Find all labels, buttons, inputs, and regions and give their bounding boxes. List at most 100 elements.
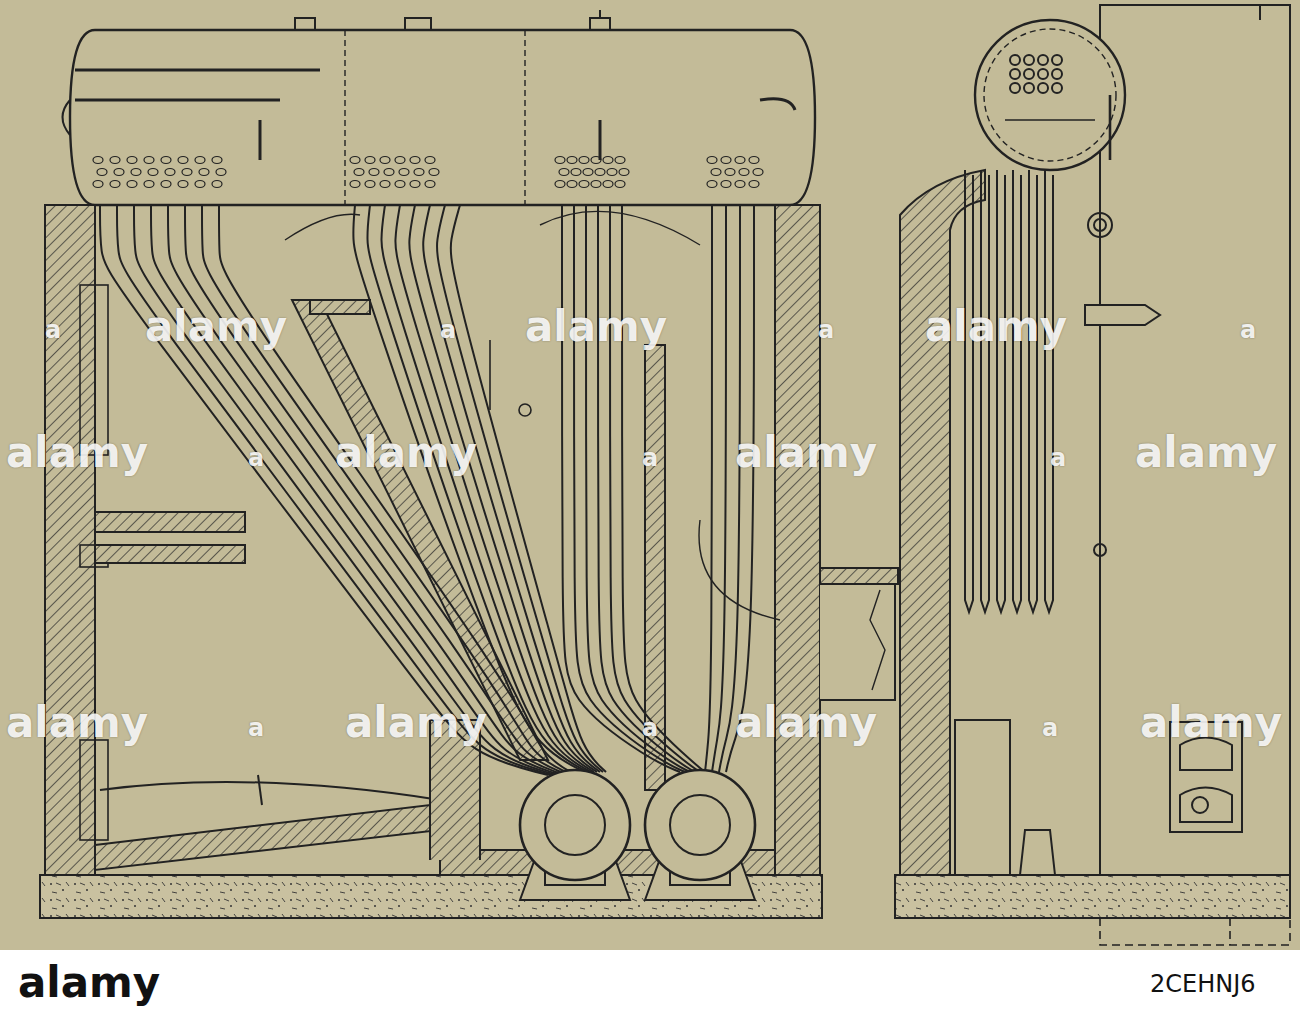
- tube-hole: [216, 169, 226, 176]
- side-tube: [1045, 170, 1053, 612]
- tube-hole: [711, 169, 721, 176]
- tube-hole: [571, 169, 581, 176]
- tube-hole: [1038, 55, 1048, 65]
- tube-hole: [161, 181, 171, 188]
- tube-hole: [739, 169, 749, 176]
- tube-hole: [110, 157, 120, 164]
- tube-hole: [110, 181, 120, 188]
- watermark-letter: a: [45, 318, 61, 342]
- tube-hole: [395, 157, 405, 164]
- tube-hole: [350, 181, 360, 188]
- watermark-letter: a: [1050, 446, 1066, 470]
- watermark: alamy: [6, 702, 148, 744]
- brand-logo: alamy: [18, 962, 160, 1004]
- tube-hole: [603, 181, 613, 188]
- tube-hole: [161, 157, 171, 164]
- tube-hole: [97, 169, 107, 176]
- tube-hole: [429, 169, 439, 176]
- tube-hole: [380, 181, 390, 188]
- tube-hole: [721, 181, 731, 188]
- watermark-letter: a: [818, 318, 834, 342]
- tube-hole: [1024, 83, 1034, 93]
- tube-hole: [749, 181, 759, 188]
- water-tube: [353, 205, 585, 772]
- mud-drums: [520, 770, 755, 880]
- watermark-letter: a: [248, 716, 264, 740]
- watermark: alamy: [335, 432, 477, 474]
- tube-hole: [93, 157, 103, 164]
- tube-hole: [410, 181, 420, 188]
- water-tube: [100, 205, 548, 775]
- watermark: alamy: [6, 432, 148, 474]
- tube-hole: [1038, 69, 1048, 79]
- tube-hole: [1052, 83, 1062, 93]
- water-tube: [409, 205, 597, 772]
- tube-hole: [1038, 83, 1048, 93]
- tube-hole: [380, 157, 390, 164]
- side-tube: [981, 170, 989, 612]
- tube-hole: [615, 181, 625, 188]
- tube-hole: [114, 169, 124, 176]
- tube-hole: [567, 157, 577, 164]
- tube-hole: [354, 169, 364, 176]
- side-tube: [1013, 170, 1021, 612]
- water-tube: [586, 205, 690, 772]
- watermark-letter: a: [642, 716, 658, 740]
- water-tube: [202, 205, 572, 775]
- tube-hole: [144, 181, 154, 188]
- tube-hole: [182, 169, 192, 176]
- water-tube: [622, 205, 705, 772]
- tube-hole: [583, 169, 593, 176]
- tube-hole: [1024, 55, 1034, 65]
- tube-hole: [399, 169, 409, 176]
- tube-hole: [144, 157, 154, 164]
- tube-hole: [127, 157, 137, 164]
- tube-hole: [607, 169, 617, 176]
- tube-hole: [178, 181, 188, 188]
- side-section: [895, 5, 1290, 945]
- tube-hole: [369, 169, 379, 176]
- tube-hole: [1010, 55, 1020, 65]
- tube-hole: [615, 157, 625, 164]
- watermark-bar: [0, 950, 1300, 1015]
- tube-hole: [195, 157, 205, 164]
- tube-hole: [1010, 83, 1020, 93]
- water-tube: [719, 205, 740, 772]
- watermark-letter: a: [248, 446, 264, 470]
- tube-hole: [410, 157, 420, 164]
- water-tube: [562, 205, 680, 772]
- water-tube: [381, 205, 591, 772]
- tube-hole: [1024, 69, 1034, 79]
- tube-hole: [619, 169, 629, 176]
- tube-hole: [195, 181, 205, 188]
- watermark: alamy: [735, 432, 877, 474]
- tube-holes: [93, 157, 763, 188]
- tube-hole: [735, 157, 745, 164]
- tube-hole: [567, 181, 577, 188]
- water-tube: [712, 205, 726, 772]
- water-tube: [437, 205, 603, 772]
- tube-hole: [93, 181, 103, 188]
- water-tube: [726, 205, 754, 772]
- tube-hole: [555, 181, 565, 188]
- front-section: [40, 10, 898, 918]
- tube-hole: [165, 169, 175, 176]
- tube-hole: [725, 169, 735, 176]
- water-tube: [598, 205, 695, 772]
- tube-hole: [735, 181, 745, 188]
- water-tube: [219, 205, 576, 775]
- tube-hole: [395, 181, 405, 188]
- tube-hole: [1052, 69, 1062, 79]
- tube-hole: [753, 169, 763, 176]
- tube-hole: [555, 157, 565, 164]
- side-tube: [965, 170, 973, 612]
- tube-hole: [127, 181, 137, 188]
- paper-ground: [0, 0, 1300, 950]
- watermark: alamy: [735, 702, 877, 744]
- tube-hole: [579, 181, 589, 188]
- tube-hole: [384, 169, 394, 176]
- watermark: alamy: [345, 702, 487, 744]
- tube-hole: [199, 169, 209, 176]
